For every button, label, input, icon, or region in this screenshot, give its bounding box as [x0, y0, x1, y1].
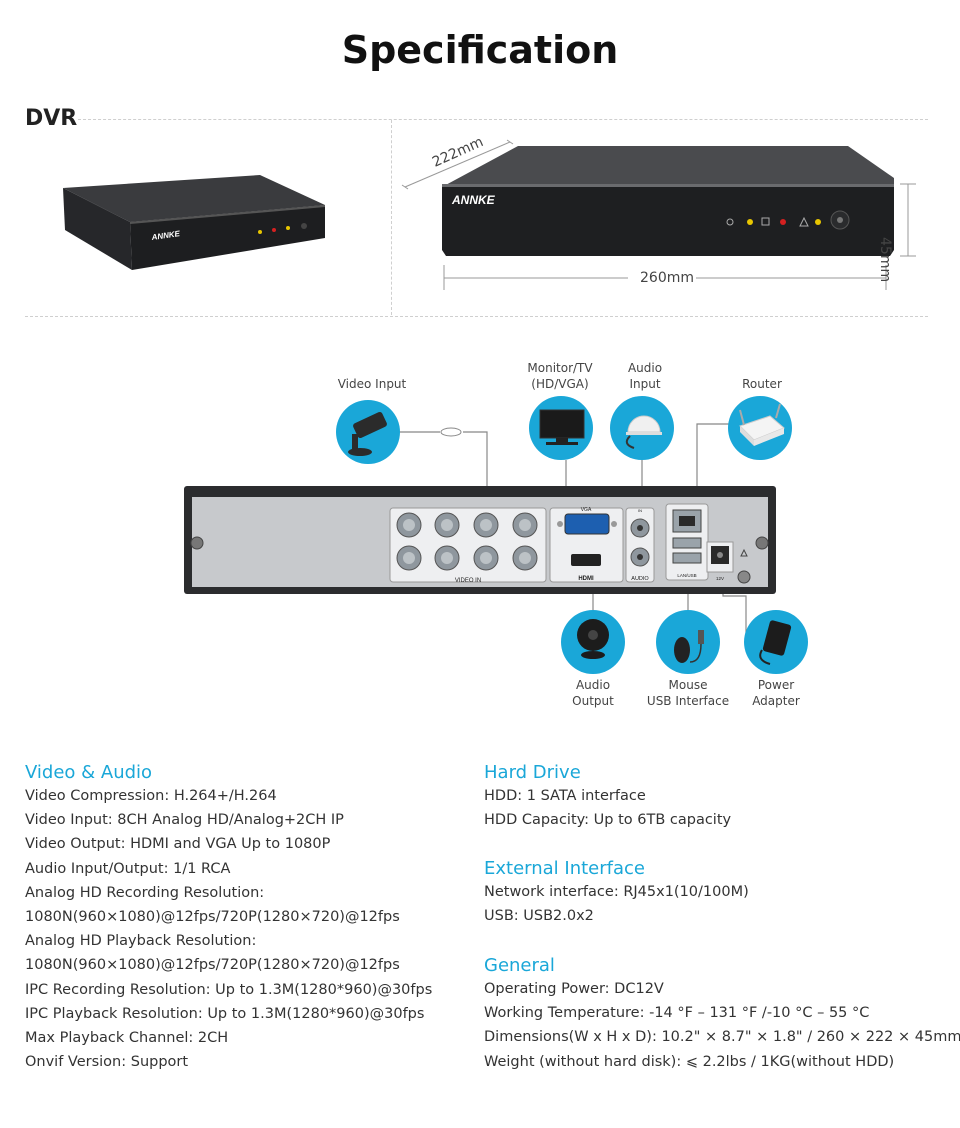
spec-line: 1080N(960×1080)@12fps/720P(1280×720)@12f…: [25, 908, 400, 925]
device-router: [728, 396, 792, 460]
label-hdmi: HDMI: [578, 576, 594, 582]
spec-line: Network interface: RJ45x1(10/100M): [484, 884, 749, 900]
connection-diagram: VIDEO IN VGA HDMI IN AUDIO LAN/USB 12V: [184, 396, 808, 674]
label-power-1: Power: [757, 678, 795, 692]
spec-line: Operating Power: DC12V: [484, 981, 664, 997]
divider: [78, 119, 928, 120]
spec-line: HDD: 1 SATA interface: [484, 788, 646, 804]
label-video-in: VIDEO IN: [455, 578, 481, 584]
label-mouse-2: USB Interface: [646, 694, 730, 708]
label-video-input: Video Input: [337, 377, 407, 391]
device-monitor: [529, 396, 593, 460]
label-lan: LAN/USB: [677, 573, 696, 578]
device-mouse: [656, 610, 720, 674]
label-audio: AUDIO: [631, 576, 649, 582]
heading-general: General: [484, 955, 555, 976]
divider: [391, 120, 392, 315]
spec-line: Audio Input/Output: 1/1 RCA: [25, 860, 231, 877]
heading-video-audio: Video & Audio: [25, 762, 153, 783]
brand-logo: ANNKE: [150, 229, 181, 242]
spec-line: HDD Capacity: Up to 6TB capacity: [484, 812, 732, 829]
spec-line: IPC Playback Resolution: Up to 1.3M(1280…: [25, 1005, 425, 1022]
device-power-adapter: [744, 610, 808, 674]
label-audio-output-2: Output: [572, 694, 614, 708]
spec-line: 1080N(960×1080)@12fps/720P(1280×720)@12f…: [25, 957, 400, 974]
label-monitor-1: Monitor/TV: [527, 361, 593, 375]
device-microphone: [610, 396, 674, 460]
spec-line: IPC Recording Resolution: Up to 1.3M(128…: [25, 981, 433, 998]
spec-line: Analog HD Playback Resolution:: [25, 933, 257, 950]
usb-port: [672, 537, 702, 549]
dimension-width: 260mm: [640, 270, 694, 286]
label-monitor-2: (HD/VGA): [531, 377, 589, 391]
hdmi-port: [571, 554, 601, 566]
spec-list-video-audio: Video Compression: H.264+/H.264 Video In…: [25, 788, 432, 1078]
divider: [25, 316, 928, 317]
spec-list-hard-drive: HDD: 1 SATA interface HDD Capacity: Up t…: [484, 788, 731, 836]
label-audio-in: IN: [638, 508, 642, 513]
spec-line: USB: USB2.0x2: [484, 908, 594, 925]
device-camera: [336, 400, 400, 464]
heading-hard-drive: Hard Drive: [484, 762, 581, 783]
spec-line: Video Compression: H.264+/H.264: [25, 788, 277, 804]
label-power-2: Adapter: [752, 694, 800, 708]
spec-list-general: Operating Power: DC12V Working Temperatu…: [484, 981, 960, 1078]
heading-external-interface: External Interface: [484, 858, 645, 879]
label-audio-input-1: Audio: [627, 361, 663, 375]
page-title: Specification: [341, 28, 619, 72]
label-audio-input-2: Input: [629, 377, 661, 391]
vga-port: [564, 513, 610, 535]
device-speaker: [561, 610, 625, 674]
label-vga: VGA: [581, 507, 592, 513]
label-router: Router: [742, 377, 782, 391]
label-audio-output-1: Audio: [575, 678, 611, 692]
spec-line: Video Input: 8CH Analog HD/Analog+2CH IP: [25, 812, 344, 829]
section-label-dvr: DVR: [25, 106, 78, 131]
spec-line: Weight (without hard disk): ⩽ 2.2lbs / 1…: [484, 1053, 895, 1070]
spec-line: Dimensions(W x H x D): 10.2" × 8.7" × 1.…: [484, 1029, 960, 1046]
spec-line: Max Playback Channel: 2CH: [25, 1029, 229, 1046]
dvr-product-image: ANNKE: [63, 175, 325, 270]
spec-line: Working Temperature: -14 °F – 131 °F /-1…: [484, 1005, 870, 1022]
spec-line: Onvif Version: Support: [25, 1054, 189, 1071]
brand-logo: ANNKE: [451, 193, 496, 207]
dvr-front-image: ANNKE: [401, 139, 916, 290]
usb-port: [672, 552, 702, 564]
bnc-ports: [396, 512, 538, 571]
spec-line: Video Output: HDMI and VGA Up to 1080P: [25, 836, 331, 853]
label-power: 12V: [716, 576, 724, 581]
spec-list-external: Network interface: RJ45x1(10/100M) USB: …: [484, 884, 749, 932]
label-mouse-1: Mouse: [668, 678, 708, 692]
spec-line: Analog HD Recording Resolution:: [25, 884, 265, 901]
